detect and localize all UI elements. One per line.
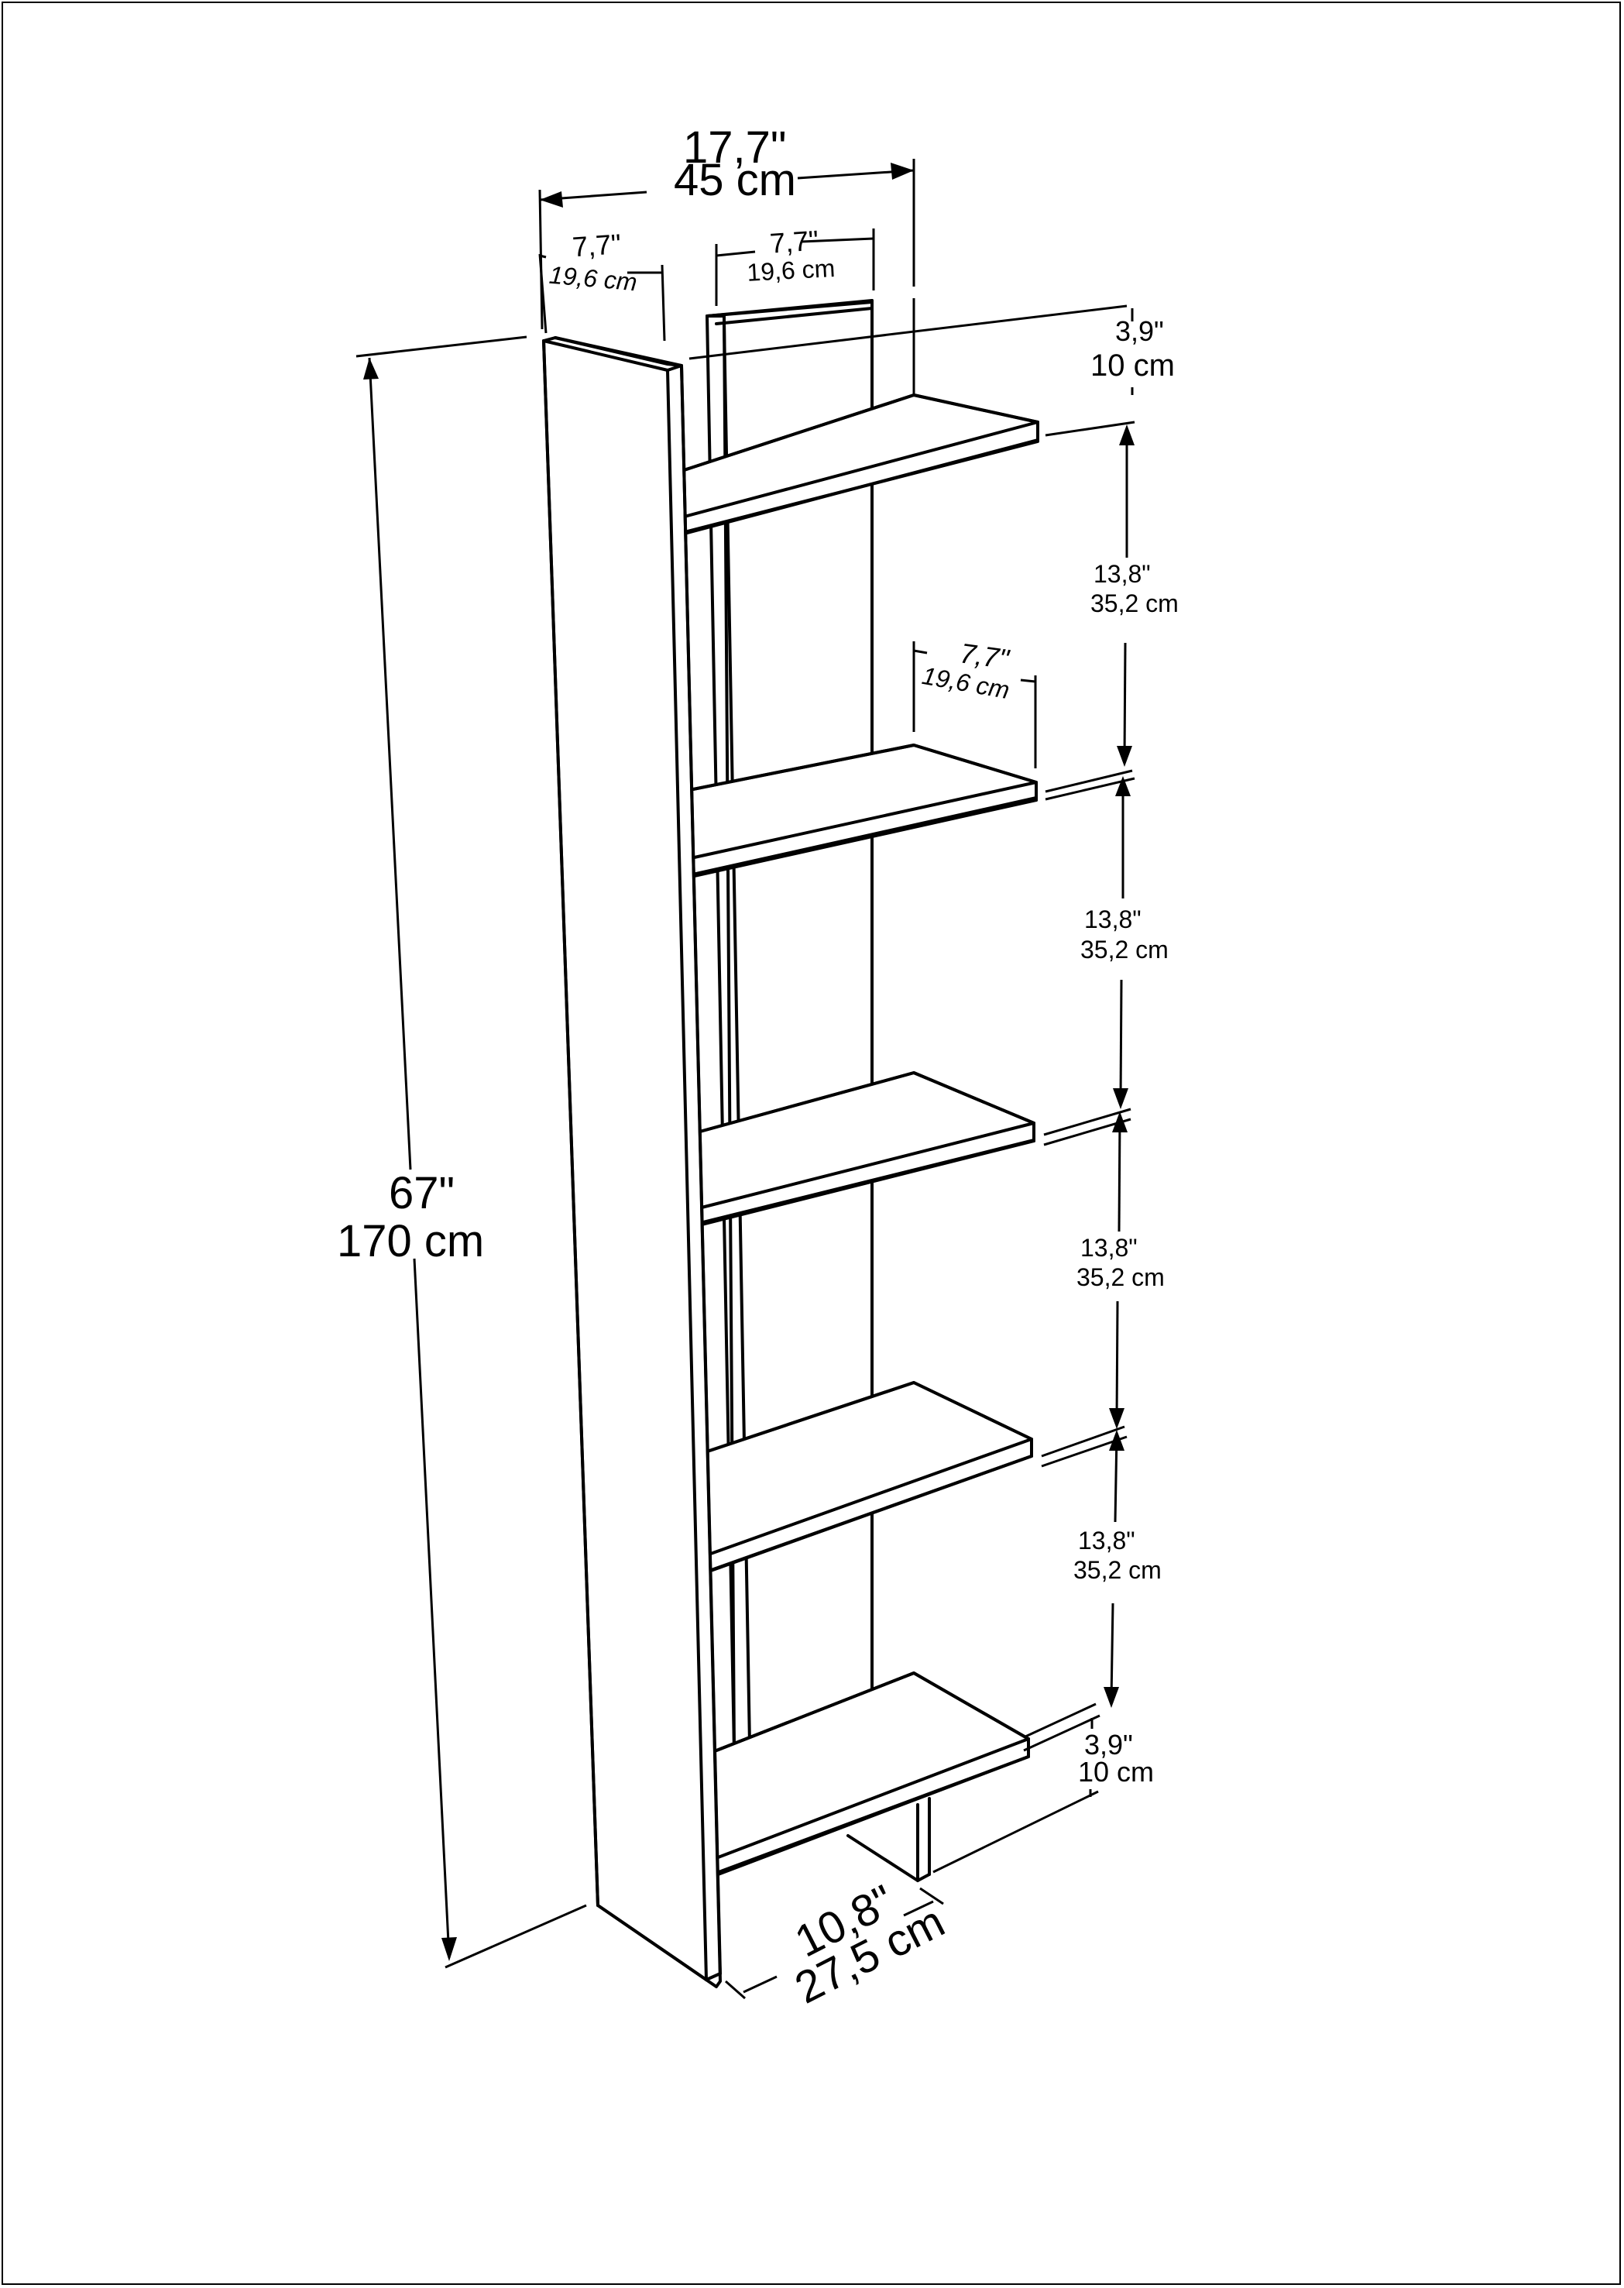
dim-bottom-offset: 3,9" 10 cm bbox=[932, 1702, 1154, 1874]
dim-top-back-width: 7,7" 19,6 cm bbox=[715, 224, 875, 306]
spacing-1-inch: 13,8" bbox=[1094, 560, 1151, 588]
total-width-cm: 45 cm bbox=[674, 155, 796, 205]
dim-top-offset: 3,9" 10 cm bbox=[688, 304, 1175, 437]
spacing-2-inch: 13,8" bbox=[1084, 905, 1142, 933]
total-height-cm: 170 cm bbox=[337, 1216, 484, 1266]
left-panel-cm: 19,6 cm bbox=[548, 261, 639, 297]
top-back-cm: 19,6 cm bbox=[747, 254, 836, 287]
spacing-4-cm: 35,2 cm bbox=[1073, 1556, 1162, 1584]
dim-depth: 10,8" 27,5 cm bbox=[725, 1875, 953, 2014]
dim-total-height: 67" 170 cm bbox=[337, 335, 587, 1969]
spacing-4-inch: 13,8" bbox=[1078, 1527, 1135, 1555]
spacing-1-cm: 35,2 cm bbox=[1090, 589, 1179, 617]
bottom-support bbox=[846, 1797, 931, 1882]
left-side-panel bbox=[542, 336, 722, 1988]
bottom-offset-cm: 10 cm bbox=[1078, 1756, 1154, 1788]
dim-shelf-spacing-2: 13,8" 35,2 cm bbox=[1043, 769, 1169, 1146]
bottom-offset-inch: 3,9" bbox=[1084, 1729, 1133, 1761]
dim-total-width: 17,7" 45 cm bbox=[538, 122, 915, 395]
shelf-2 bbox=[688, 744, 1038, 878]
dim-shelf-spacing-1: 13,8" 35,2 cm bbox=[1045, 424, 1179, 801]
top-offset-inch: 3,9" bbox=[1115, 315, 1164, 347]
dim-shelf-spacing-3: 13,8" 35,2 cm bbox=[1041, 1108, 1165, 1468]
top-offset-cm: 10 cm bbox=[1090, 349, 1175, 383]
total-height-inch: 67" bbox=[389, 1168, 455, 1218]
dim-left-panel-width: 7,7" 19,6 cm bbox=[538, 228, 666, 342]
spacing-3-cm: 35,2 cm bbox=[1076, 1263, 1165, 1291]
spacing-2-cm: 35,2 cm bbox=[1080, 936, 1169, 964]
shelf-depth-inch: 7,7" bbox=[958, 637, 1012, 675]
dim-shelf-spacing-4: 13,8" 35,2 cm bbox=[1041, 1425, 1162, 1708]
left-panel-inch: 7,7" bbox=[572, 228, 623, 263]
spacing-3-inch: 13,8" bbox=[1080, 1234, 1138, 1262]
dim-shelf-depth: 7,7" 19,6 cm bbox=[912, 637, 1037, 768]
top-back-inch: 7,7" bbox=[769, 224, 820, 259]
shelf-3 bbox=[695, 1071, 1035, 1227]
total-width-inch: 17,7" bbox=[683, 122, 786, 173]
shelf-4 bbox=[703, 1381, 1033, 1574]
